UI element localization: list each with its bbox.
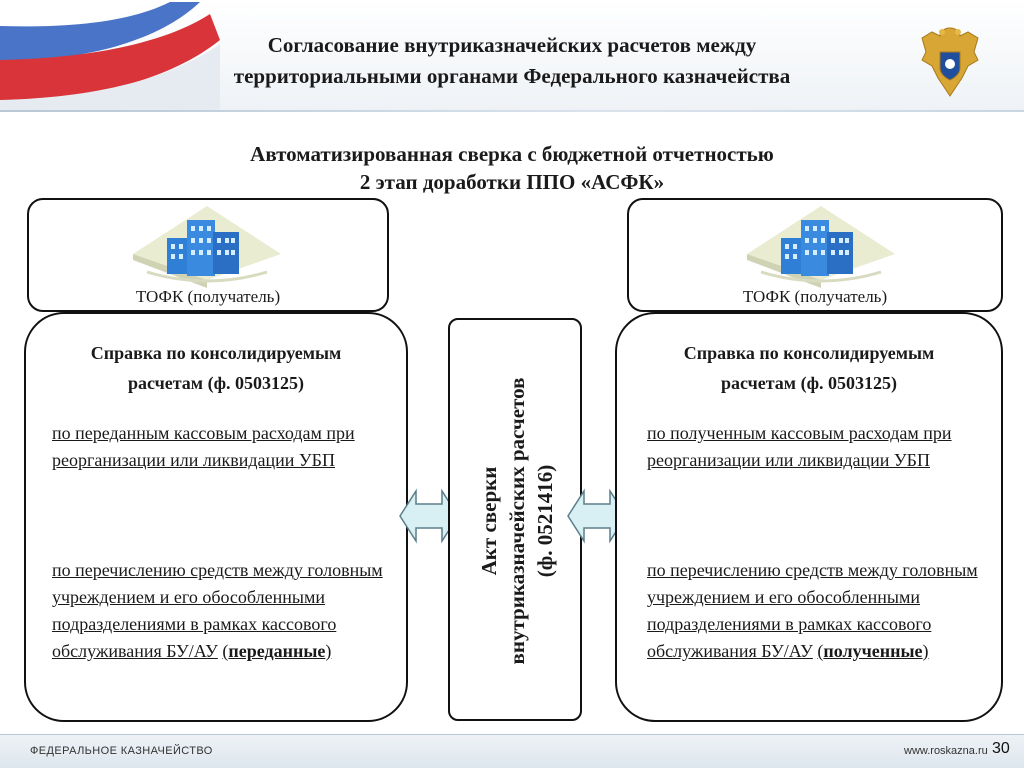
left-reference-item2-text: по перечислению средств между головным у… — [52, 560, 383, 661]
right-reference-box: Справка по консолидируемым расчетам (ф. … — [615, 312, 1003, 722]
diagram-subtitle-line2: 2 этап доработки ППО «АСФК» — [359, 170, 665, 194]
footer-website-link[interactable]: www.roskazna.ru — [904, 745, 988, 757]
diagram-subtitle-line1: Автоматизированная сверка с бюджетной от… — [250, 142, 774, 166]
building-icon — [747, 206, 895, 288]
left-tofk-label: ТОФК (получатель) — [135, 287, 281, 306]
left-reference-title-line2: расчетам (ф. 0503125) — [127, 373, 305, 393]
slide-title-line1: Согласование внутриказначейских расчетов… — [267, 33, 757, 57]
left-reference-item2-bold: переданные — [228, 641, 326, 661]
left-reference-item1-text: по переданным кассовым расходам при реор… — [52, 423, 355, 470]
russian-flag-decoration — [0, 0, 220, 112]
left-reference-item-funds-transfer: по перечислению средств между головным у… — [52, 557, 392, 665]
act-line3: (ф. 0521416) — [533, 464, 557, 578]
right-tofk-label: ТОФК (получатель) — [742, 287, 888, 306]
left-reference-title: Справка по консолидируемым расчетам (ф. … — [36, 338, 396, 398]
footer-org-name: ФЕДЕРАЛЬНОЕ КАЗНАЧЕЙСТВО — [30, 745, 213, 757]
right-reference-item-funds-transfer: по перечислению средств между головным у… — [647, 557, 992, 665]
right-reference-title: Справка по консолидируемым расчетам (ф. … — [627, 338, 991, 398]
right-reference-title-line1: Справка по консолидируемым — [683, 343, 935, 363]
right-tofk-box: ТОФК (получатель) — [627, 198, 1003, 312]
act-reconciliation-box: Акт сверки внутриказначейских расчетов (… — [448, 318, 582, 721]
left-reference-item-transferred-expenses: по переданным кассовым расходам при реор… — [52, 420, 392, 474]
diagram-subtitle: Автоматизированная сверка с бюджетной от… — [150, 140, 874, 196]
right-reference-item2-close: ) — [922, 641, 929, 661]
left-tofk-box: ТОФК (получатель) — [27, 198, 389, 312]
act-line1: Акт сверки — [477, 466, 501, 576]
act-line2: внутриказначейских расчетов — [505, 377, 529, 665]
left-reference-item2-close: ) — [325, 641, 332, 661]
left-reference-item2-open: ( — [222, 641, 229, 661]
slide-title-line2: территориальными органами Федерального к… — [233, 64, 791, 88]
left-reference-title-line1: Справка по консолидируемым — [90, 343, 342, 363]
slide-footer: ФЕДЕРАЛЬНОЕ КАЗНАЧЕЙСТВО www.roskazna.ru… — [0, 734, 1024, 768]
treasury-emblem-icon — [921, 27, 979, 97]
right-reference-item1-text: по полученным кассовым расходам при реор… — [647, 423, 952, 470]
right-reference-item2-text: по перечислению средств между головным у… — [647, 560, 978, 661]
right-reference-item2-open: ( — [817, 641, 824, 661]
right-reference-title-line2: расчетам (ф. 0503125) — [720, 373, 898, 393]
building-icon — [133, 206, 281, 288]
header-band: Согласование внутриказначейских расчетов… — [0, 0, 1024, 112]
right-reference-item2-bold: полученные — [823, 641, 923, 661]
header-divider — [0, 110, 1024, 112]
slide-title: Согласование внутриказначейских расчетов… — [160, 30, 864, 92]
right-reference-item-received-expenses: по полученным кассовым расходам при реор… — [647, 420, 992, 474]
left-reference-box: Справка по консолидируемым расчетам (ф. … — [24, 312, 408, 722]
page-number: 30 — [992, 740, 1010, 757]
act-reconciliation-label: Акт сверки внутриказначейских расчетов (… — [475, 331, 559, 711]
